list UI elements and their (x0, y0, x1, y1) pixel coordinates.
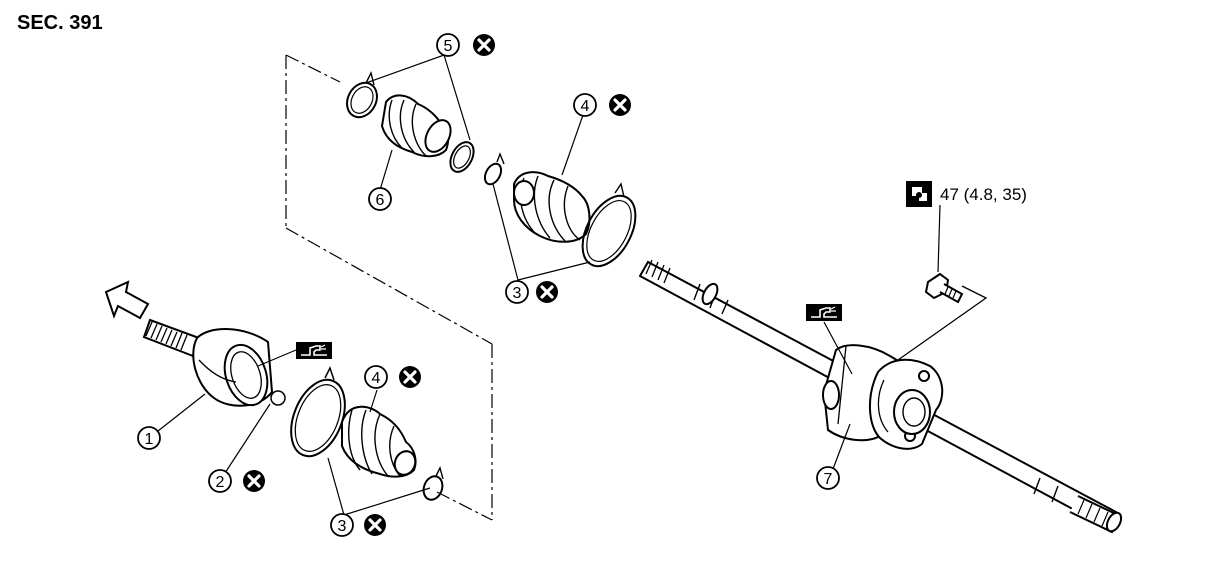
svg-text:3: 3 (513, 285, 522, 302)
callout-2: 2 (208, 469, 232, 493)
callout-7: 7 (816, 466, 840, 490)
torque-wrench-icon (906, 181, 932, 207)
svg-text:6: 6 (376, 192, 385, 209)
grease-gun-icon (295, 341, 333, 360)
leader-line (823, 321, 853, 375)
torque-leader (937, 204, 941, 273)
mounting-bolt (924, 272, 964, 304)
boot-band-upper-large (581, 182, 637, 268)
svg-text:4: 4 (372, 370, 381, 387)
callout-1: 1 (137, 426, 161, 450)
leader-line (257, 349, 297, 367)
do-not-reuse-icon (607, 92, 633, 118)
callout-3-lower: 3 (330, 513, 354, 537)
support-bearing-bracket (822, 344, 944, 450)
outer-joint (142, 318, 286, 407)
boot-band-large (290, 366, 346, 458)
boot-outer (341, 405, 417, 478)
callout-numbers: 5 6 4 3 1 2 4 (137, 32, 840, 538)
boot-band-small (422, 466, 444, 501)
boot-band-upper-small (483, 152, 505, 186)
boot-upper (513, 171, 591, 243)
svg-text:1: 1 (145, 431, 154, 448)
svg-text:2: 2 (216, 474, 225, 491)
front-direction-arrow-icon (104, 280, 150, 320)
do-not-reuse-icon (534, 279, 560, 305)
callout-6: 6 (368, 187, 392, 211)
svg-text:5: 5 (444, 38, 453, 55)
do-not-reuse-icon (471, 32, 497, 58)
grease-gun-icon-bracket (805, 303, 843, 322)
callout-leaders (157, 54, 851, 516)
boot-band-inner-large (346, 70, 378, 119)
callout-3-upper: 3 (505, 280, 529, 304)
do-not-reuse-icon (362, 512, 388, 538)
do-not-reuse-icon (241, 468, 267, 494)
boot-band-inner-medium (449, 141, 475, 173)
callout-4-lower: 4 (364, 365, 388, 389)
callout-5: 5 (436, 33, 460, 57)
do-not-reuse-icon (397, 364, 423, 390)
boot-inner (380, 94, 452, 158)
torque-spec: 47 (4.8, 35) (940, 185, 1027, 204)
svg-text:3: 3 (338, 518, 347, 535)
svg-text:7: 7 (824, 471, 833, 488)
svg-text:4: 4 (581, 98, 590, 115)
bolt-leader (897, 285, 988, 361)
callout-4-upper: 4 (573, 93, 597, 117)
group-frame-lines (285, 54, 493, 521)
section-title: SEC. 391 (17, 12, 103, 34)
